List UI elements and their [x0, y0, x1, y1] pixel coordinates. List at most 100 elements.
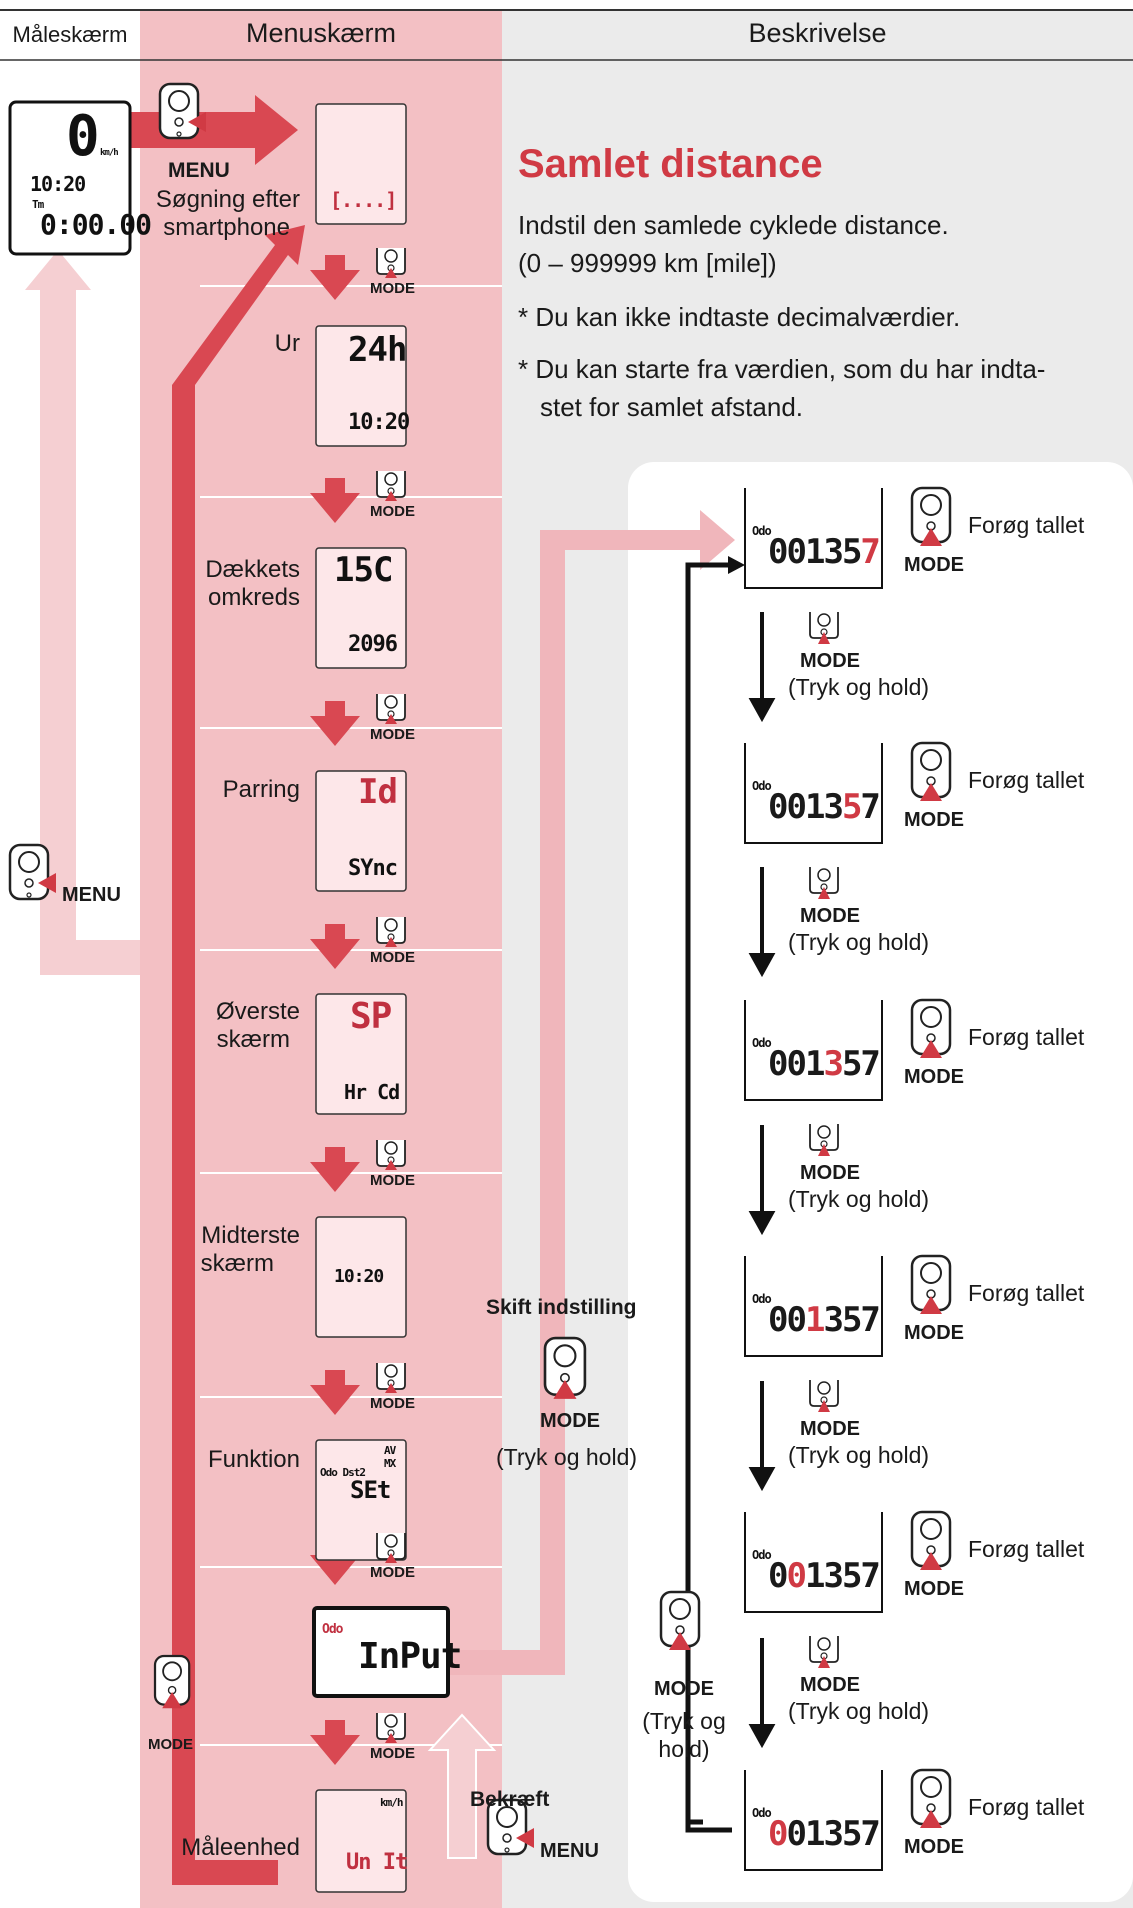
lcd-top-top: SP	[350, 996, 392, 1037]
bekraeft-device-icon	[486, 1798, 534, 1856]
step-digit: 7	[860, 787, 881, 827]
mode-small-icon	[376, 471, 406, 501]
lcd-input-tag: Odo	[322, 1622, 344, 1637]
step-digit: 0	[786, 1044, 807, 1084]
step-odo-tag: Odo	[752, 779, 772, 793]
measure-speed: 0	[66, 104, 100, 169]
step-digit: 0	[768, 532, 789, 572]
menu-button-label: MENU	[168, 159, 230, 182]
step-digit: 1	[804, 787, 826, 827]
bekraeft-label: Bekræft	[470, 1788, 550, 1811]
loop-device-icon	[659, 1590, 701, 1650]
lcd-pairing-bottom: SYnc	[348, 856, 398, 881]
header-menu: Menuskærm	[245, 18, 397, 48]
step-digit: 0	[786, 1300, 807, 1340]
step-digit: 1	[804, 1300, 826, 1340]
step-digit: 0	[786, 1556, 807, 1596]
step-digit: 0	[768, 1556, 789, 1596]
header-description: Beskrivelse	[748, 18, 887, 48]
step-hold-label: (Tryk og hold)	[788, 1698, 930, 1724]
step-hold-device-icon	[809, 1124, 839, 1156]
step-odo-tag: Odo	[752, 1292, 772, 1306]
step-loop-arrowhead	[728, 556, 745, 574]
lcd-pairing-top: Id	[358, 772, 398, 812]
device-icons	[8, 82, 952, 1856]
page-title: Samlet distance	[518, 142, 823, 186]
step-hold-mode-label: MODE	[800, 905, 860, 927]
lcd-function-side: AV MX	[384, 1444, 396, 1470]
step-digit: 3	[823, 1556, 844, 1596]
step-mode-device-icon	[910, 486, 952, 546]
mode-label-6: MODE	[370, 1395, 415, 1412]
step-digit: 5	[841, 1300, 863, 1340]
loop-mode-label: MODE	[654, 1678, 714, 1700]
menu-device-icon	[158, 82, 206, 140]
mode-small-icon	[376, 1713, 406, 1743]
step-digit: 1	[804, 1814, 826, 1854]
menu-label-unit: Måleenhed	[181, 1834, 300, 1861]
step-digit: 7	[860, 1556, 881, 1596]
step-hold-mode-label: MODE	[800, 1162, 860, 1184]
step-mode-device-icon	[910, 1254, 952, 1314]
mode-label-7: MODE	[370, 1564, 415, 1581]
input-lcd	[312, 1606, 450, 1698]
step-hold-label: (Tryk og hold)	[788, 1186, 930, 1212]
step-digit: 3	[823, 532, 844, 572]
step-hold-device-icon	[809, 867, 839, 899]
step-mode-label: MODE	[904, 1836, 964, 1858]
menu-label-search-1: Søgning efter	[155, 186, 300, 213]
skift-mode-label: MODE	[540, 1410, 600, 1432]
measure-odo: 0:00.00	[40, 208, 152, 241]
step-action-label: Forøg tallet	[968, 512, 1085, 538]
step-digit: 3	[823, 1814, 844, 1854]
step-hold-label: (Tryk og hold)	[788, 929, 930, 955]
mode-label-5: MODE	[370, 1172, 415, 1189]
menu-label-tire-2: omkreds	[207, 584, 300, 611]
step-odo-digits: 001357	[768, 1300, 881, 1340]
step-mode-device-icon	[910, 1768, 952, 1828]
skift-device-icon	[543, 1336, 587, 1399]
desc-note2a: * Du kan starte fra værdien, som du har …	[518, 354, 1046, 384]
step-mode-label: MODE	[904, 554, 964, 576]
menu-label-top-1: Øverste	[215, 998, 300, 1025]
measure-lcd	[8, 100, 132, 256]
lcd-function-tag: Odo Dst2	[320, 1466, 366, 1479]
mode-small-icon	[376, 248, 406, 278]
step-digit: 0	[786, 1814, 807, 1854]
loop-arrow	[172, 225, 305, 1885]
desc-line1: Indstil den samlede cyklede distance.	[518, 210, 949, 240]
mode-label-2: MODE	[370, 503, 415, 520]
step-digit: 5	[841, 532, 863, 572]
measure-tm: Tm	[32, 198, 44, 211]
step-hold-device-icon	[809, 1636, 839, 1668]
lcd-tire-top: 15C	[334, 550, 393, 590]
bekraeft-arrow	[427, 1713, 497, 1859]
mode-small-icon	[376, 1533, 406, 1563]
step-digit: 3	[823, 787, 844, 827]
measure-speed-unit: km/h	[100, 148, 119, 158]
step-hold-label: (Tryk og hold)	[788, 674, 930, 700]
step-mode-label: MODE	[904, 1066, 964, 1088]
loop-mode-device-icon	[153, 1654, 191, 1709]
step-odo-digits: 001357	[768, 1044, 881, 1084]
step-mode-device-icon	[910, 741, 952, 801]
step-loop-bottom	[685, 1822, 732, 1833]
menu-label-function: Funktion	[207, 1446, 300, 1473]
lcd-clock-top: 24h	[348, 330, 407, 370]
step-digit: 0	[786, 787, 807, 827]
step-hold-device-icon	[809, 1380, 839, 1412]
step-lcds	[744, 488, 883, 1871]
skift-label: Skift indstilling	[486, 1296, 637, 1319]
menu-label-top-2: skærm	[216, 1026, 290, 1053]
step-digit: 3	[823, 1044, 844, 1084]
mode-small-icon	[376, 917, 406, 947]
menu-label-search-2: smartphone	[163, 214, 290, 241]
step-loop-line	[685, 562, 728, 1825]
step-down-arrows	[748, 612, 776, 1749]
step-digit: 1	[804, 1556, 826, 1596]
menu-left-label: MENU	[62, 884, 121, 906]
step-digit: 0	[768, 1814, 789, 1854]
step-odo-tag: Odo	[752, 1548, 772, 1562]
menu-label-pairing: Parring	[222, 776, 300, 803]
